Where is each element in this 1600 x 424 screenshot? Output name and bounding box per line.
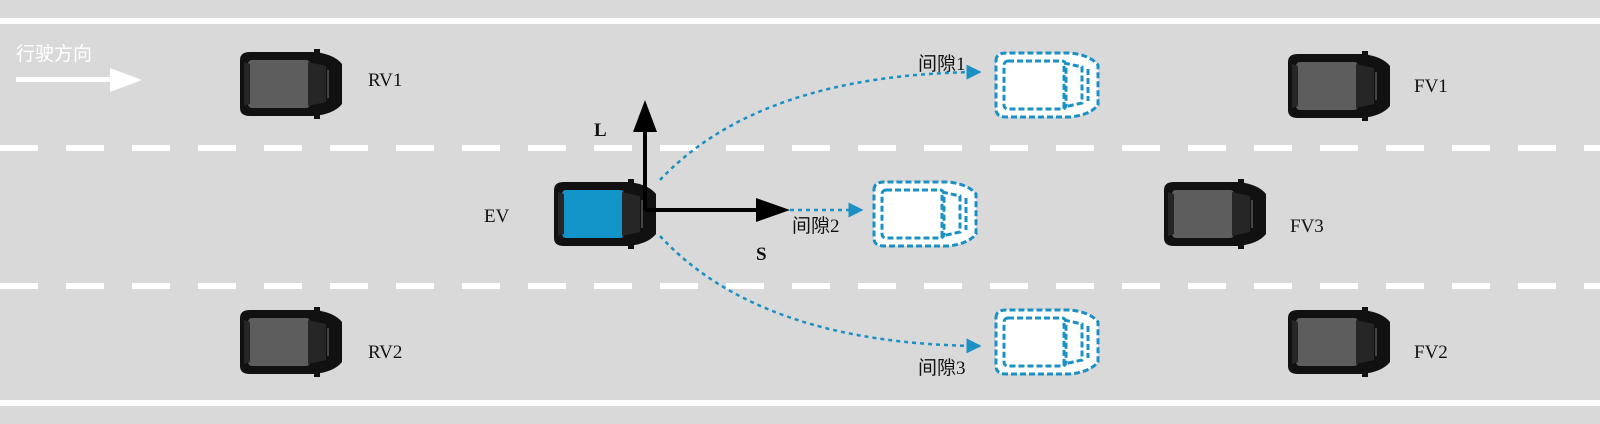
gap-1-label: 间隙1: [918, 53, 966, 75]
vehicle-fv2-label: FV2: [1414, 342, 1448, 363]
gap-2-label: 间隙2: [792, 215, 840, 237]
road-edge-bottom: [0, 400, 1600, 406]
trajectory-to-gap-1: [659, 64, 982, 181]
direction-label: 行驶方向: [16, 43, 92, 65]
gap-1-target: 间隙1: [918, 51, 1100, 119]
lateral-axis-label: L: [594, 120, 607, 141]
vehicle-rv1: RV1: [239, 48, 402, 120]
road-edge-top: [0, 18, 1600, 24]
vehicle-rv2-label: RV2: [368, 342, 402, 363]
vehicle-fv3-label: FV3: [1290, 216, 1324, 237]
vehicle-fv3: FV3: [1163, 178, 1324, 250]
longitudinal-axis-label: S: [756, 244, 767, 265]
trajectory-to-gap-3: [659, 235, 982, 354]
ego-vehicle-label: EV: [484, 206, 510, 227]
gap-3-label: 间隙3: [918, 357, 966, 379]
vehicle-fv1: FV1: [1287, 50, 1448, 122]
lateral-axis-arrow: [633, 100, 657, 210]
gap-3-target: 间隙3: [918, 308, 1100, 379]
vehicle-rv2: RV2: [239, 306, 402, 378]
gap-2-target: 间隙2: [792, 180, 978, 248]
direction-arrow-icon: [16, 68, 142, 92]
ego-vehicle: EV: [484, 178, 657, 250]
vehicle-fv2: FV2: [1287, 306, 1448, 378]
vehicle-rv1-label: RV1: [368, 70, 402, 91]
longitudinal-axis-arrow: [645, 198, 790, 222]
vehicle-fv1-label: FV1: [1414, 76, 1448, 97]
